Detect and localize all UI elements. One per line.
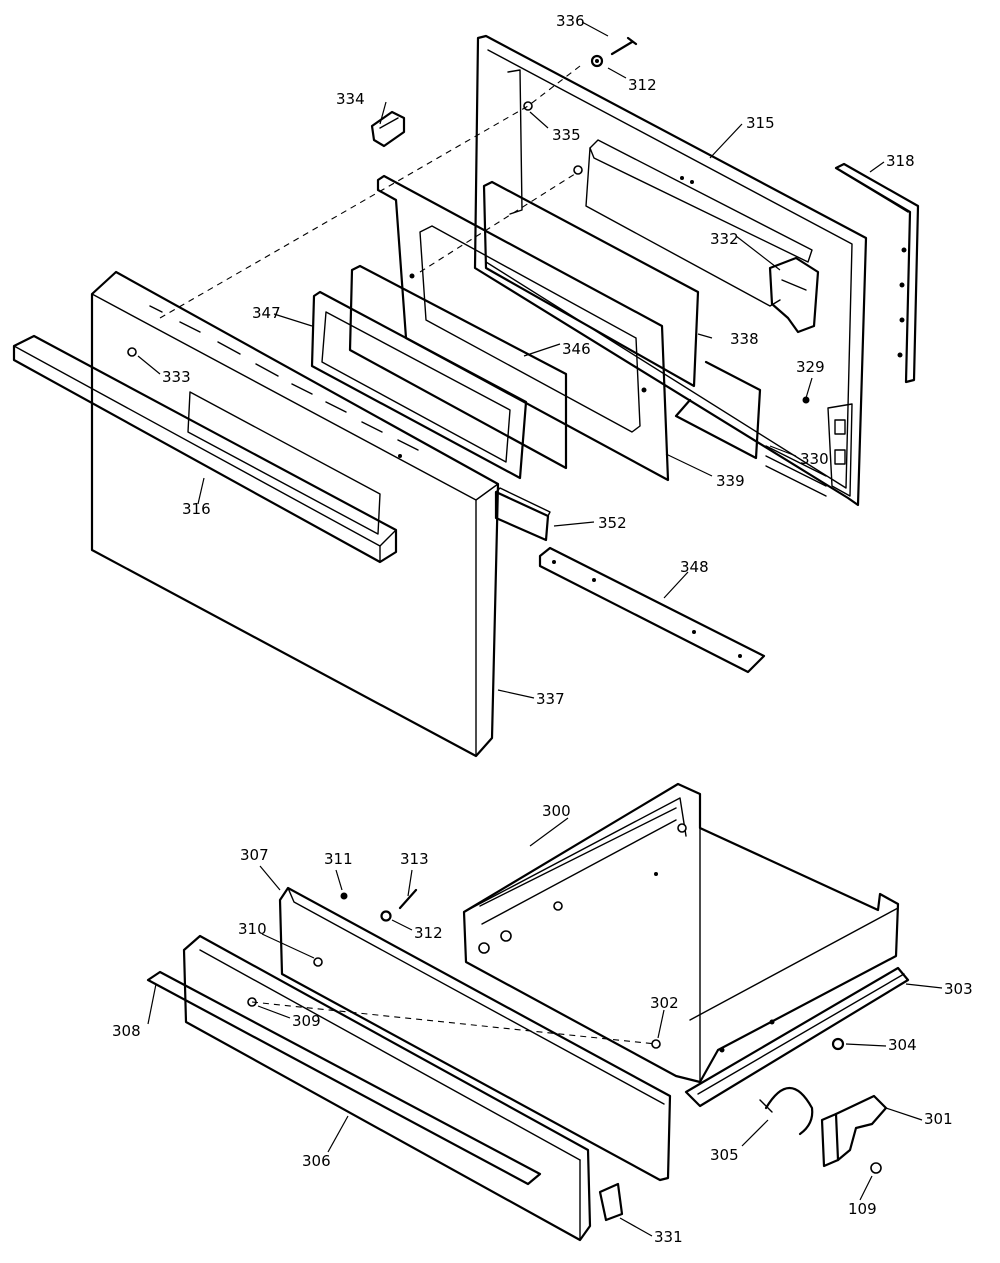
callout-347: 347 xyxy=(252,304,281,322)
screw-329 xyxy=(802,396,810,404)
insulation-panel-339 xyxy=(674,360,762,460)
callout-339: 339 xyxy=(716,472,745,490)
callout-302: 302 xyxy=(650,994,679,1012)
callout-304: 304 xyxy=(888,1036,917,1054)
callout-331: 331 xyxy=(654,1228,683,1246)
callout-306: 306 xyxy=(302,1152,331,1170)
screw-333 xyxy=(127,347,137,357)
callout-337: 337 xyxy=(536,690,565,708)
drawer-front-306 xyxy=(182,934,592,1242)
slide-rail-303 xyxy=(684,966,910,1108)
callout-333: 333 xyxy=(162,368,191,386)
spacer-352 xyxy=(494,487,551,542)
callout-330: 330 xyxy=(800,450,829,468)
window-frame-347 xyxy=(310,290,528,480)
callout-346: 346 xyxy=(562,340,591,358)
callout-348: 348 xyxy=(680,558,709,576)
spring-clip-305 xyxy=(759,1087,814,1136)
window-frame-liner xyxy=(376,174,670,482)
drawer-body-300 xyxy=(462,782,900,1084)
callout-316: 316 xyxy=(182,500,211,518)
callout-352: 352 xyxy=(598,514,627,532)
bottom-trim-348 xyxy=(538,546,766,674)
glass-panel-346 xyxy=(348,264,568,470)
drawer-handle-308 xyxy=(146,970,542,1186)
screw-310 xyxy=(313,957,323,967)
washer-312-lower xyxy=(380,910,392,922)
callout-332: 332 xyxy=(710,230,739,248)
bolt-313 xyxy=(398,888,418,910)
screw-311 xyxy=(340,892,348,900)
bracket-301 xyxy=(820,1094,888,1168)
roller-304 xyxy=(831,1037,845,1051)
washer-312-top xyxy=(590,54,604,68)
glass-panel-338 xyxy=(482,180,700,388)
callout-311: 311 xyxy=(324,850,353,868)
callout-335: 335 xyxy=(552,126,581,144)
callout-329: 329 xyxy=(796,358,825,376)
assembly-lines-lower xyxy=(251,1001,657,1045)
callout-334: 334 xyxy=(336,90,365,108)
callout-109: 109 xyxy=(848,1200,877,1218)
door-handle-316 xyxy=(12,334,398,564)
callout-310: 310 xyxy=(238,920,267,938)
assembly-lines-upper xyxy=(159,65,581,319)
callout-307: 307 xyxy=(240,846,269,864)
drawer-inner-panel-307 xyxy=(278,886,672,1182)
callout-338: 338 xyxy=(730,330,759,348)
callout-318: 318 xyxy=(886,152,915,170)
bracket-334 xyxy=(370,110,406,148)
callout-301: 301 xyxy=(924,1110,953,1128)
callout-303: 303 xyxy=(944,980,973,998)
outer-door-panel-337 xyxy=(90,270,500,758)
callout-312-lower: 312 xyxy=(414,924,443,942)
screw-109 xyxy=(870,1162,882,1174)
clip-331 xyxy=(598,1182,624,1222)
callout-313: 313 xyxy=(400,850,429,868)
screw-302 xyxy=(651,1039,661,1049)
leader-lines xyxy=(137,21,943,1237)
callout-336: 336 xyxy=(556,12,585,30)
callout-312-top: 312 xyxy=(628,76,657,94)
callout-315: 315 xyxy=(746,114,775,132)
callout-308: 308 xyxy=(112,1022,141,1040)
callout-305: 305 xyxy=(710,1146,739,1164)
hinge-strip-318 xyxy=(834,162,920,384)
vent-330 xyxy=(765,445,827,497)
insulation-block-332 xyxy=(768,256,820,334)
screw-336 xyxy=(610,36,638,56)
inner-door-liner-315 xyxy=(473,34,868,507)
callout-309: 309 xyxy=(292,1012,321,1030)
callout-300: 300 xyxy=(542,802,571,820)
callout-labels: 336 312 334 335 315 318 332 347 346 338 … xyxy=(112,12,973,1246)
